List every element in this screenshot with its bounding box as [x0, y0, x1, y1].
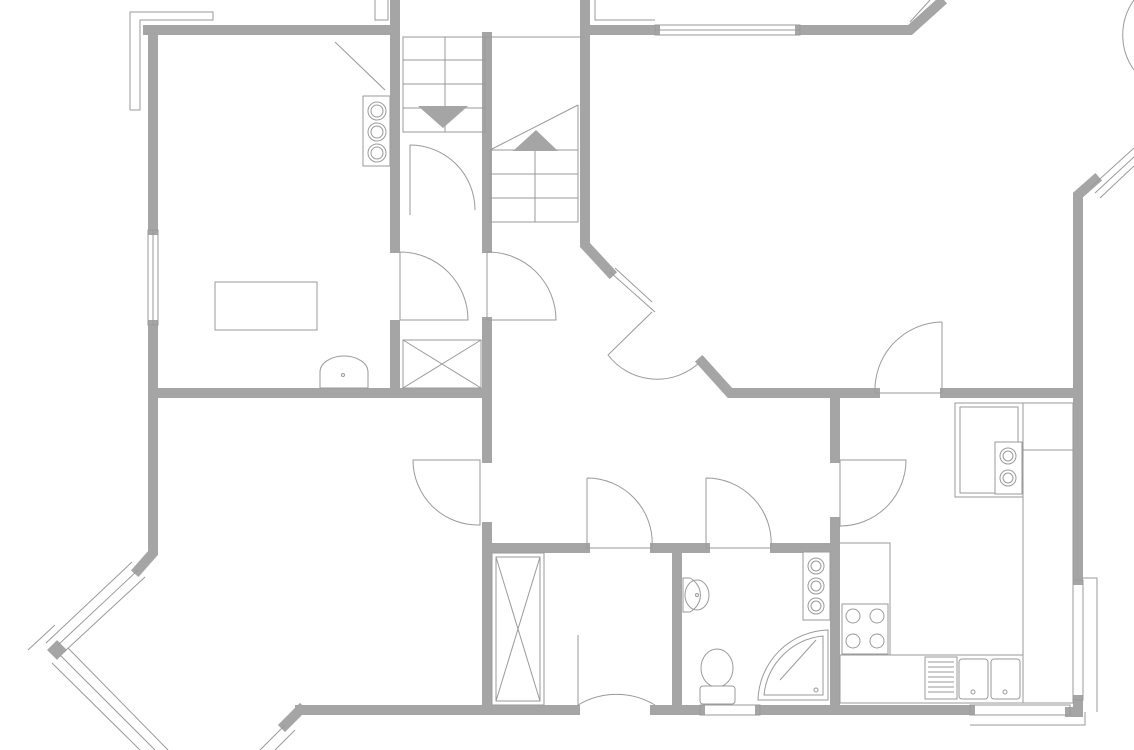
appliance-hob-kitchen — [994, 441, 1023, 495]
toilet-icon — [699, 648, 736, 705]
sink-icon — [319, 355, 369, 389]
appliance-hob-upper — [362, 95, 391, 167]
washbasin-icon — [682, 577, 710, 613]
windows — [27, 0, 1134, 750]
walls — [47, 0, 1103, 733]
corner-shower-icon — [757, 629, 829, 701]
appliance-hob-bath — [802, 551, 831, 621]
stove-icon — [841, 603, 889, 655]
fixtures — [214, 95, 1074, 706]
shower-icon — [402, 339, 482, 389]
kitchen-sink-icon — [924, 656, 1021, 700]
stairs — [402, 36, 585, 223]
stair-arrow-up-icon — [513, 130, 558, 151]
bath-icon — [491, 552, 545, 706]
doors — [334, 41, 943, 706]
table — [214, 281, 318, 331]
stair-arrow-down-icon — [418, 106, 468, 128]
